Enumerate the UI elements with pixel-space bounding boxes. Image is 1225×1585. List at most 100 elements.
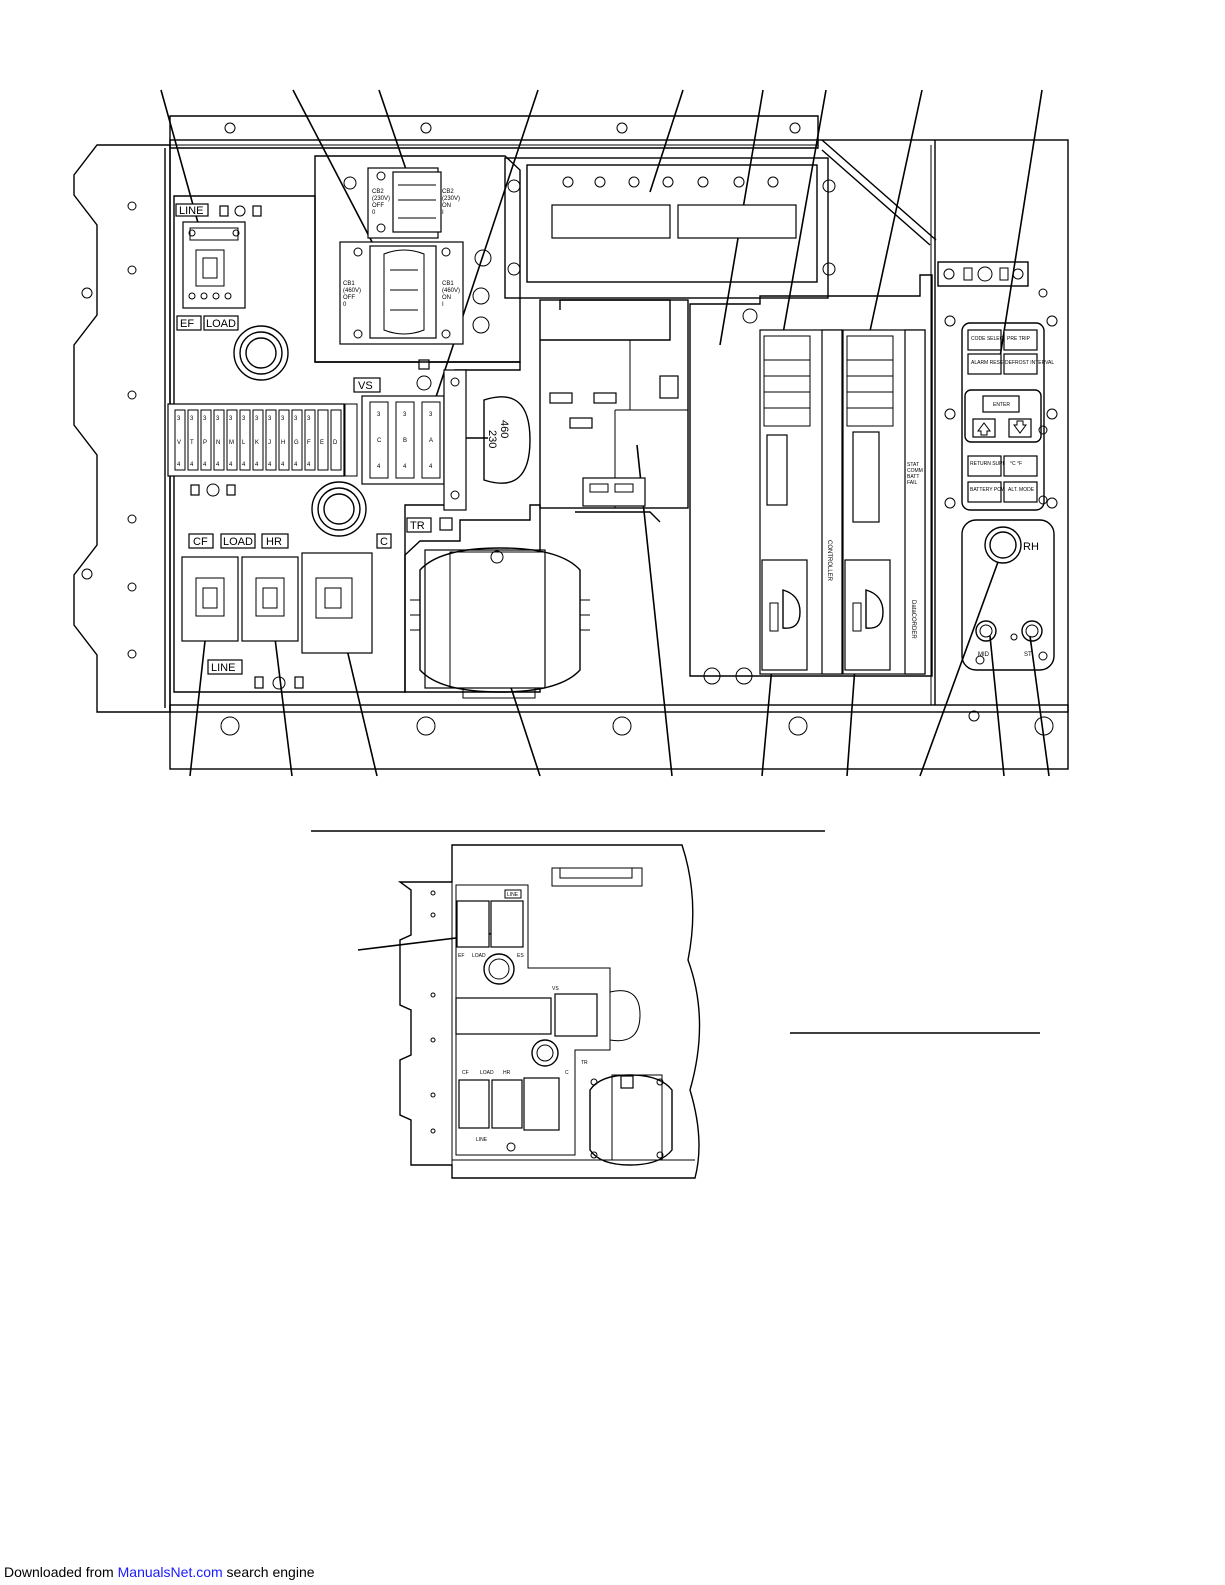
terminal-label-10-0: 3 [307, 416, 311, 422]
line-label-top: LINE [175, 203, 262, 217]
load-label: LOAD [223, 536, 253, 548]
footer-prefix: Downloaded from [4, 1564, 118, 1580]
inset-es: ES [517, 953, 524, 959]
terminal-8 [278, 409, 290, 471]
terminal-label-9-1: G [294, 440, 299, 446]
inset-ef: EF [458, 953, 464, 959]
terminal-label-0-0: 3 [177, 416, 181, 422]
vs-label-0-0: 3 [377, 412, 381, 418]
terminal-label-6-0: 3 [255, 416, 259, 422]
key-code-select: CODE SELECT [971, 336, 1006, 342]
terminal-1 [187, 409, 199, 471]
terminal-label-5-2: 4 [242, 462, 246, 468]
key-celsius-fahrenheit: °C °F [1010, 461, 1022, 467]
inset-tr: TR [581, 1060, 588, 1066]
rh-label: RH [1023, 541, 1039, 553]
footer: Downloaded from ManualsNet.com search en… [4, 1564, 315, 1580]
terminal-label-5-1: L [242, 440, 246, 446]
vs-label-1-1: B [403, 438, 407, 444]
terminal-label-0-1: V [177, 440, 181, 446]
contactor-labels: CF LOAD HR C TR [188, 517, 453, 549]
terminal-label-8-1: H [281, 440, 285, 446]
manualsnet-link[interactable]: ManualsNet.com [117, 1564, 223, 1580]
vs-label-0-2: 4 [377, 464, 381, 470]
vs-label-1-0: 3 [403, 412, 407, 418]
controller-enclosure: CONTROLLER DataCORDER STAT COMM BATT FAI… [689, 274, 933, 685]
terminal-label-7-1: J [268, 440, 271, 446]
inset-load: LOAD [472, 953, 486, 959]
inset-diagram: LINE EF LOAD ES VS CF LOAD HR C TR LINE [357, 844, 701, 1179]
terminal-label-6-1: K [255, 440, 259, 446]
terminal-label-2-0: 3 [203, 416, 207, 422]
key-alarm-reset: ALARM RESET [971, 360, 1006, 366]
terminal-label-8-2: 4 [281, 462, 285, 468]
terminal-label-1-1: T [190, 440, 194, 446]
cf-contactor [181, 556, 239, 642]
ef-load-label: LOAD [206, 318, 236, 330]
key-defrost-interval: DEFROST INTERVAL [1005, 360, 1054, 366]
status-batt: BATT [907, 474, 919, 480]
terminal-2 [200, 409, 212, 471]
terminal-label-2-2: 4 [203, 462, 207, 468]
c-contactor [301, 552, 373, 654]
terminal-label-4-2: 4 [229, 462, 233, 468]
arrow-up-icon [977, 422, 991, 436]
cable-grommet-1 [233, 325, 289, 381]
cf-label: CF [193, 536, 208, 548]
key-enter: ENTER [993, 402, 1010, 408]
line-top-text: LINE [179, 205, 203, 217]
vs-label-2-0: 3 [429, 412, 433, 418]
terminal-label-1-0: 3 [190, 416, 194, 422]
terminal-label-3-0: 3 [216, 416, 220, 422]
display-module [504, 157, 836, 299]
keypad: CODE SELECT PRE TRIP ALARM RESET DEFROST… [961, 322, 1054, 511]
knob-230: 230 [486, 430, 498, 448]
datacorder-text: DataCORDER [910, 600, 916, 639]
inset-cf: CF [462, 1070, 469, 1076]
c-label: C [380, 536, 388, 548]
terminal-label-7-2: 4 [268, 462, 272, 468]
key-battery-power: BATTERY POWER [970, 487, 1013, 493]
terminal-label-10-1: F [307, 440, 311, 446]
right-door-panel [937, 261, 1058, 509]
status-stat: STAT [907, 462, 919, 468]
terminal-label-5-0: 3 [242, 416, 246, 422]
vs-pole-2 [421, 401, 441, 479]
hr-label: HR [266, 536, 282, 548]
st-label: ST [1024, 652, 1032, 658]
terminal-4 [226, 409, 238, 471]
mid-label: MID [978, 652, 990, 658]
vs-pole-0 [369, 401, 389, 479]
hr-contactor [241, 556, 299, 642]
terminal-9 [291, 409, 303, 471]
terminal-label-8-0: 3 [281, 416, 285, 422]
transformer-housing [404, 299, 689, 699]
key-alt-mode: ALT. MODE [1008, 487, 1035, 493]
cable-grommet-2 [311, 481, 367, 537]
line-label-bottom: LINE [207, 659, 304, 690]
terminal-label-1-2: 4 [190, 462, 194, 468]
terminal-label-11-1: E [320, 440, 324, 446]
footer-suffix: search engine [222, 1564, 315, 1580]
terminal-6 [252, 409, 264, 471]
tr-label: TR [410, 520, 425, 532]
key-pre-trip: PRE TRIP [1007, 336, 1031, 342]
terminal-label-2-1: P [203, 440, 207, 446]
terminal-label-3-2: 4 [216, 462, 220, 468]
terminal-label-9-2: 4 [294, 462, 298, 468]
terminal-label-0-2: 4 [177, 462, 181, 468]
terminal-11 [317, 409, 329, 471]
knob-460: 460 [498, 420, 510, 438]
terminal-3 [213, 409, 225, 471]
terminal-label-12-1: D [333, 440, 338, 446]
vs-label: VS [353, 359, 432, 393]
terminal-label-6-2: 4 [255, 462, 259, 468]
terminal-label-4-0: 3 [229, 416, 233, 422]
